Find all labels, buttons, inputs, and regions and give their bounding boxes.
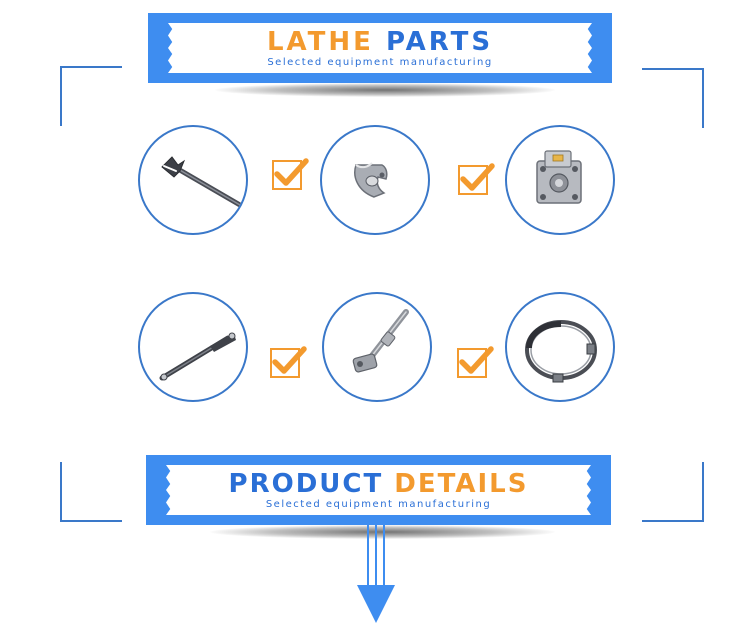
banner-title-word-2: DETAILS	[394, 469, 529, 499]
check-icon	[272, 346, 307, 374]
checkbox-1	[272, 158, 309, 190]
banner-title-word-1: LATHE	[266, 27, 374, 57]
banner-inner-panel: LATHE PARTS Selected equipment manufactu…	[168, 23, 592, 73]
product-circle-lever-rod[interactable]	[138, 292, 248, 402]
checkbox-2	[458, 163, 495, 195]
bracket-part-icon	[354, 162, 388, 198]
checkbox-3	[270, 346, 307, 378]
check-icon	[459, 346, 494, 374]
product-circle-bracket[interactable]	[320, 125, 430, 235]
corner-bracket-top-right	[642, 68, 704, 128]
banner-shadow	[210, 525, 555, 539]
clamp-ring-icon	[525, 320, 597, 383]
product-details-banner: PRODUCT DETAILS Selected equipment manuf…	[146, 455, 611, 525]
banner-title-word-1: PRODUCT	[228, 469, 384, 499]
product-circle-wrench[interactable]	[138, 125, 248, 235]
corner-bracket-top-left	[60, 66, 122, 126]
lathe-parts-banner: LATHE PARTS Selected equipment manufactu…	[148, 13, 612, 83]
valve-block-icon	[536, 150, 582, 204]
corner-bracket-bottom-right	[642, 462, 704, 522]
banner-subtitle: Selected equipment manufacturing	[267, 57, 493, 68]
product-circle-shaft[interactable]	[322, 292, 432, 402]
banner-subtitle: Selected equipment manufacturing	[265, 499, 492, 510]
banner-title-word-2: PARTS	[385, 27, 494, 57]
wrench-icon	[161, 156, 243, 208]
shaft-part-icon	[352, 309, 409, 373]
corner-bracket-bottom-left	[60, 462, 122, 522]
banner-title: LATHE PARTS	[168, 23, 592, 57]
product-circle-clamp-ring[interactable]	[505, 292, 615, 402]
arrow-down-icon	[357, 585, 395, 623]
banner-title: PRODUCT DETAILS	[166, 465, 591, 499]
checkbox-4	[457, 346, 494, 378]
banner-inner-panel: PRODUCT DETAILS Selected equipment manuf…	[166, 465, 591, 515]
check-icon	[274, 158, 309, 186]
lever-rod-icon	[159, 332, 236, 381]
banner-shadow	[215, 83, 555, 97]
product-circle-valve-block[interactable]	[505, 125, 615, 235]
down-arrow-lines	[367, 525, 385, 587]
check-icon	[460, 163, 495, 191]
